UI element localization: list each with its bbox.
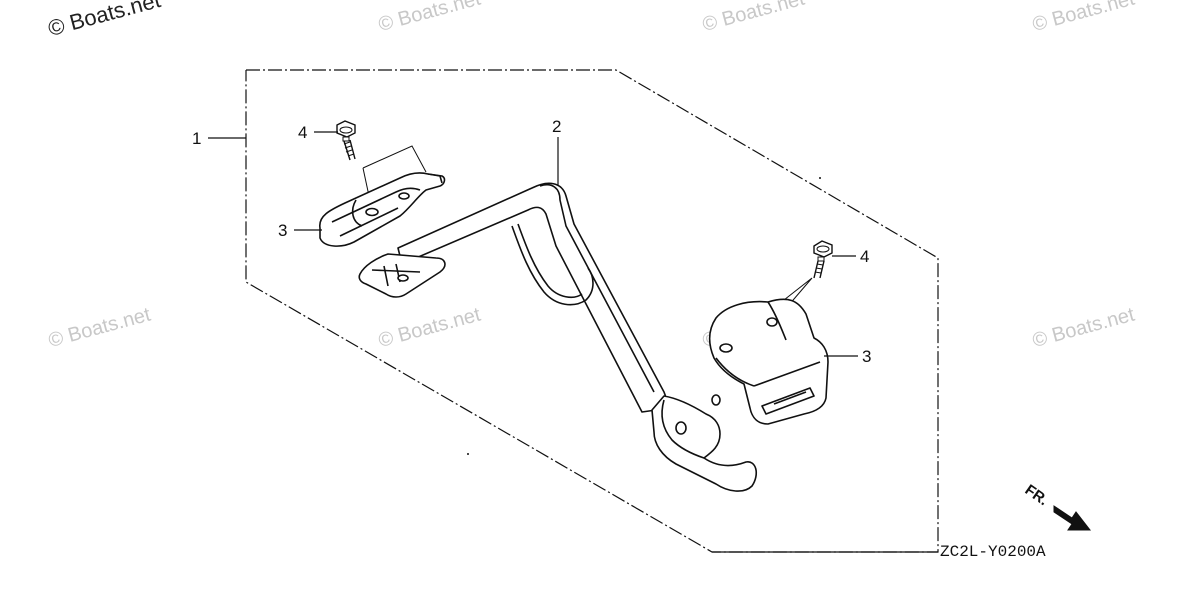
bolt-right <box>813 240 833 279</box>
callout-3-right: 3 <box>862 347 871 366</box>
callout-2: 2 <box>552 117 561 136</box>
callout-4-left: 4 <box>298 123 307 142</box>
front-arrow-icon <box>1053 505 1092 531</box>
bolt-left <box>336 120 356 161</box>
bolt-left-pointer <box>362 145 427 173</box>
callout-1: 1 <box>192 129 201 148</box>
diagram-code: ZC2L-Y0200A <box>940 543 1046 561</box>
stay-bracket <box>358 182 758 492</box>
clamp-right <box>708 298 829 425</box>
callout-4-right: 4 <box>860 247 869 266</box>
front-indicator-label: FR. <box>1022 481 1052 509</box>
callout-3-left: 3 <box>278 221 287 240</box>
clamp-left <box>319 172 446 247</box>
